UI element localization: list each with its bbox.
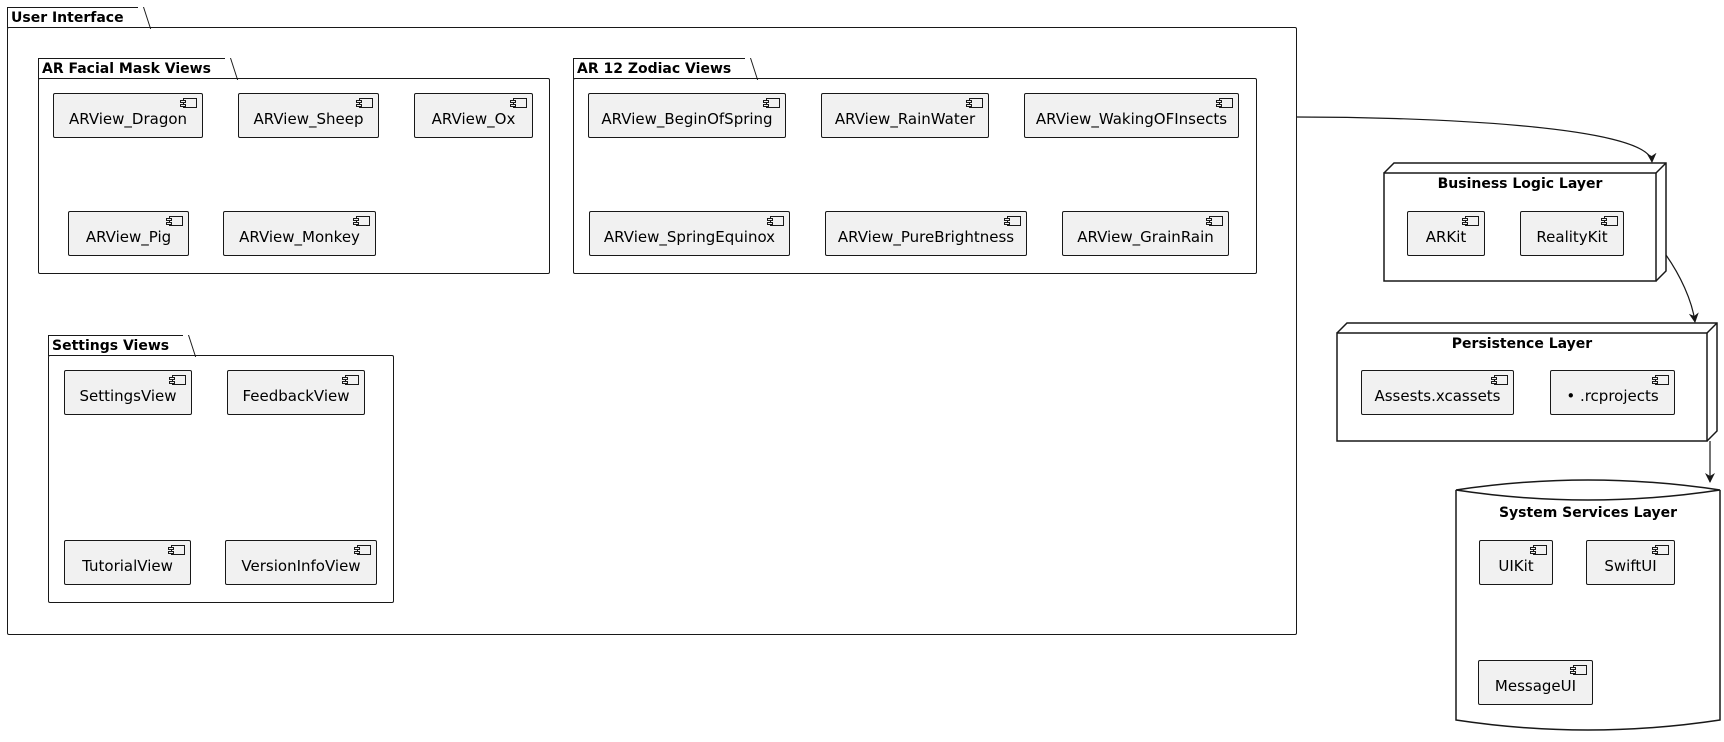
ui-to-business-arrow	[1295, 116, 1657, 163]
component-feedbackview[interactable]: FeedbackView	[227, 370, 365, 415]
component-icon	[354, 545, 371, 555]
component-tutorialview[interactable]: TutorialView	[64, 540, 191, 585]
component-arview-grainrain[interactable]: ARView_GrainRain	[1062, 211, 1229, 256]
zodiac-views-package: AR 12 Zodiac Views	[573, 58, 1257, 274]
component-icon	[356, 98, 373, 108]
component-realitykit[interactable]: RealityKit	[1520, 211, 1624, 256]
component-icon	[510, 98, 527, 108]
component-arview-monkey[interactable]: ARView_Monkey	[223, 211, 376, 256]
component-rcprojects[interactable]: • .rcprojects	[1550, 370, 1675, 415]
business-logic-title: Business Logic Layer	[1437, 176, 1603, 192]
component-messageui[interactable]: MessageUI	[1478, 660, 1593, 705]
component-icon	[767, 216, 784, 226]
user-interface-package: User Interface	[7, 7, 1297, 635]
component-icon	[166, 216, 183, 226]
component-arview-beginofspring[interactable]: ARView_BeginOfSpring	[588, 93, 786, 138]
component-uikit[interactable]: UIKit	[1479, 540, 1553, 585]
component-icon	[1570, 665, 1587, 675]
settings-views-package: Settings Views	[48, 335, 394, 603]
facial-mask-views-package: AR Facial Mask Views	[38, 58, 550, 274]
component-icon	[1652, 545, 1669, 555]
component-icon	[966, 98, 983, 108]
component-arkit[interactable]: ARKit	[1407, 211, 1485, 256]
component-icon	[1491, 375, 1508, 385]
component-icon	[180, 98, 197, 108]
component-arview-ox[interactable]: ARView_Ox	[414, 93, 533, 138]
component-icon	[1601, 216, 1618, 226]
business-to-persistence-arrow	[1665, 254, 1699, 323]
component-settingsview[interactable]: SettingsView	[64, 370, 192, 415]
settings-views-title: Settings Views	[48, 335, 184, 356]
facial-mask-views-title: AR Facial Mask Views	[38, 58, 225, 79]
persistence-title: Persistence Layer	[1451, 336, 1593, 352]
component-assests-xcassets[interactable]: Assests.xcassets	[1361, 370, 1514, 415]
user-interface-title: User Interface	[7, 7, 138, 28]
component-icon	[168, 545, 185, 555]
component-arview-purebrightness[interactable]: ARView_PureBrightness	[825, 211, 1027, 256]
component-icon	[763, 98, 780, 108]
component-icon	[1530, 545, 1547, 555]
component-icon	[342, 375, 359, 385]
zodiac-views-title: AR 12 Zodiac Views	[573, 58, 746, 79]
component-arview-pig[interactable]: ARView_Pig	[68, 211, 189, 256]
system-services-title: System Services Layer	[1498, 505, 1678, 521]
component-icon	[169, 375, 186, 385]
component-icon	[1216, 98, 1233, 108]
component-icon	[1462, 216, 1479, 226]
component-arview-wakingofinsects[interactable]: ARView_WakingOFInsects	[1024, 93, 1239, 138]
component-arview-dragon[interactable]: ARView_Dragon	[53, 93, 203, 138]
component-versioninfoview[interactable]: VersionInfoView	[225, 540, 377, 585]
component-icon	[1004, 216, 1021, 226]
component-icon	[1206, 216, 1223, 226]
component-arview-springequinox[interactable]: ARView_SpringEquinox	[589, 211, 790, 256]
component-swiftui[interactable]: SwiftUI	[1586, 540, 1675, 585]
component-icon	[1652, 375, 1669, 385]
component-arview-rainwater[interactable]: ARView_RainWater	[821, 93, 989, 138]
component-arview-sheep[interactable]: ARView_Sheep	[238, 93, 379, 138]
component-icon	[353, 216, 370, 226]
